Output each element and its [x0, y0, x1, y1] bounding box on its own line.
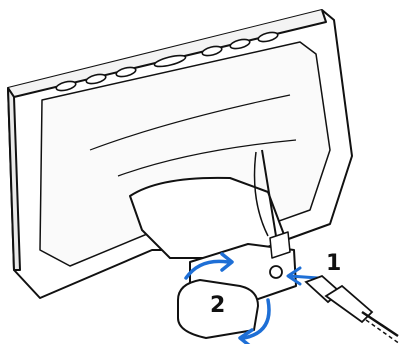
monitor-back-icon [7, 9, 353, 299]
step-1-label: 1 [326, 251, 341, 276]
button-row-icon [55, 31, 279, 92]
stand-base-icon [177, 231, 297, 339]
rotate-arrow-icon [184, 252, 271, 344]
step-2-label: 2 [210, 293, 225, 318]
power-connector-icon [304, 274, 401, 344]
insert-arrow-icon [286, 266, 320, 286]
